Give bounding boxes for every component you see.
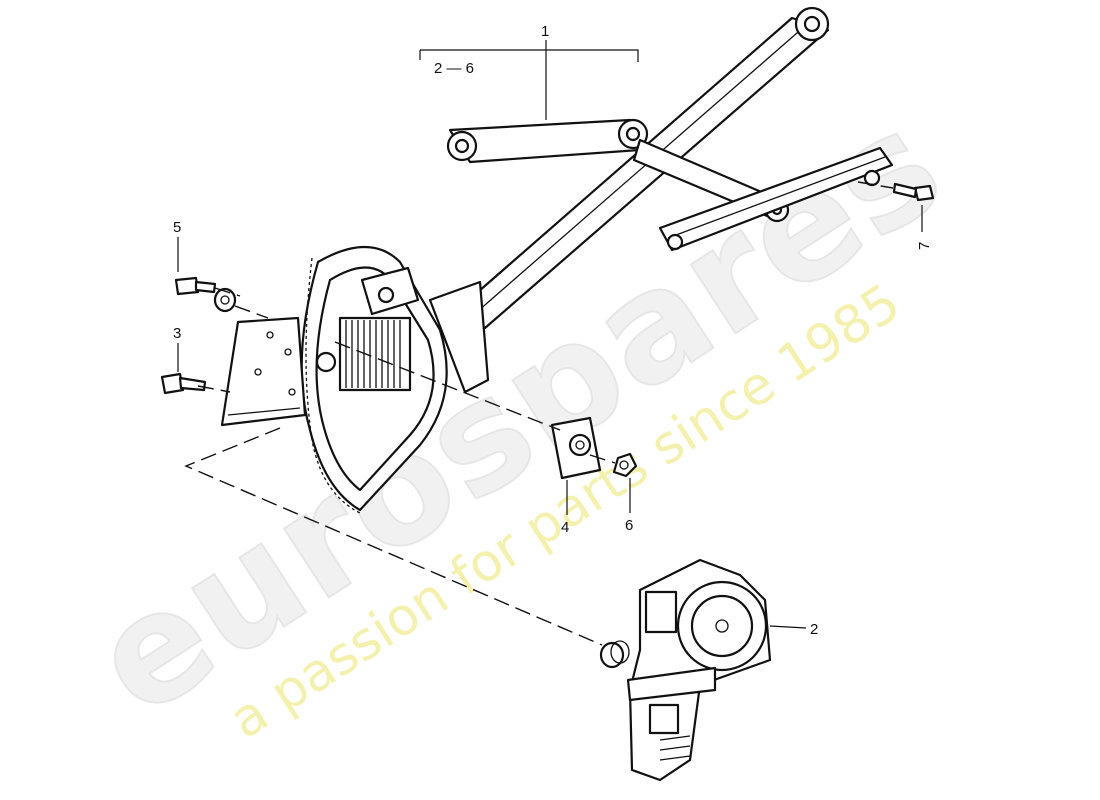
callouts: 1 2 — 6 5 3 4 6 7 2 bbox=[173, 23, 933, 638]
exploded-lines bbox=[184, 181, 894, 646]
callout-1: 1 bbox=[541, 23, 549, 40]
bolt-5 bbox=[174, 276, 217, 296]
callout-6: 6 bbox=[625, 517, 633, 534]
cage-nut-4 bbox=[550, 416, 602, 480]
gear-sector bbox=[300, 245, 448, 515]
callout-3: 3 bbox=[173, 325, 181, 342]
callout-5: 5 bbox=[173, 219, 181, 236]
bolt-3 bbox=[160, 372, 207, 395]
regulator-arm-assembly bbox=[428, 6, 894, 394]
callout-range-2-6: 2 — 6 bbox=[434, 60, 474, 77]
nut-6 bbox=[612, 452, 638, 478]
callout-2: 2 bbox=[810, 621, 818, 638]
sleeve bbox=[599, 640, 630, 669]
bolt-7 bbox=[892, 182, 935, 202]
leader-lines bbox=[177, 40, 923, 629]
backplate bbox=[220, 316, 337, 427]
fasteners bbox=[160, 182, 935, 669]
callout-4: 4 bbox=[561, 519, 569, 536]
window-motor bbox=[626, 558, 772, 782]
washer bbox=[213, 287, 237, 313]
callout-7: 7 bbox=[916, 242, 933, 250]
